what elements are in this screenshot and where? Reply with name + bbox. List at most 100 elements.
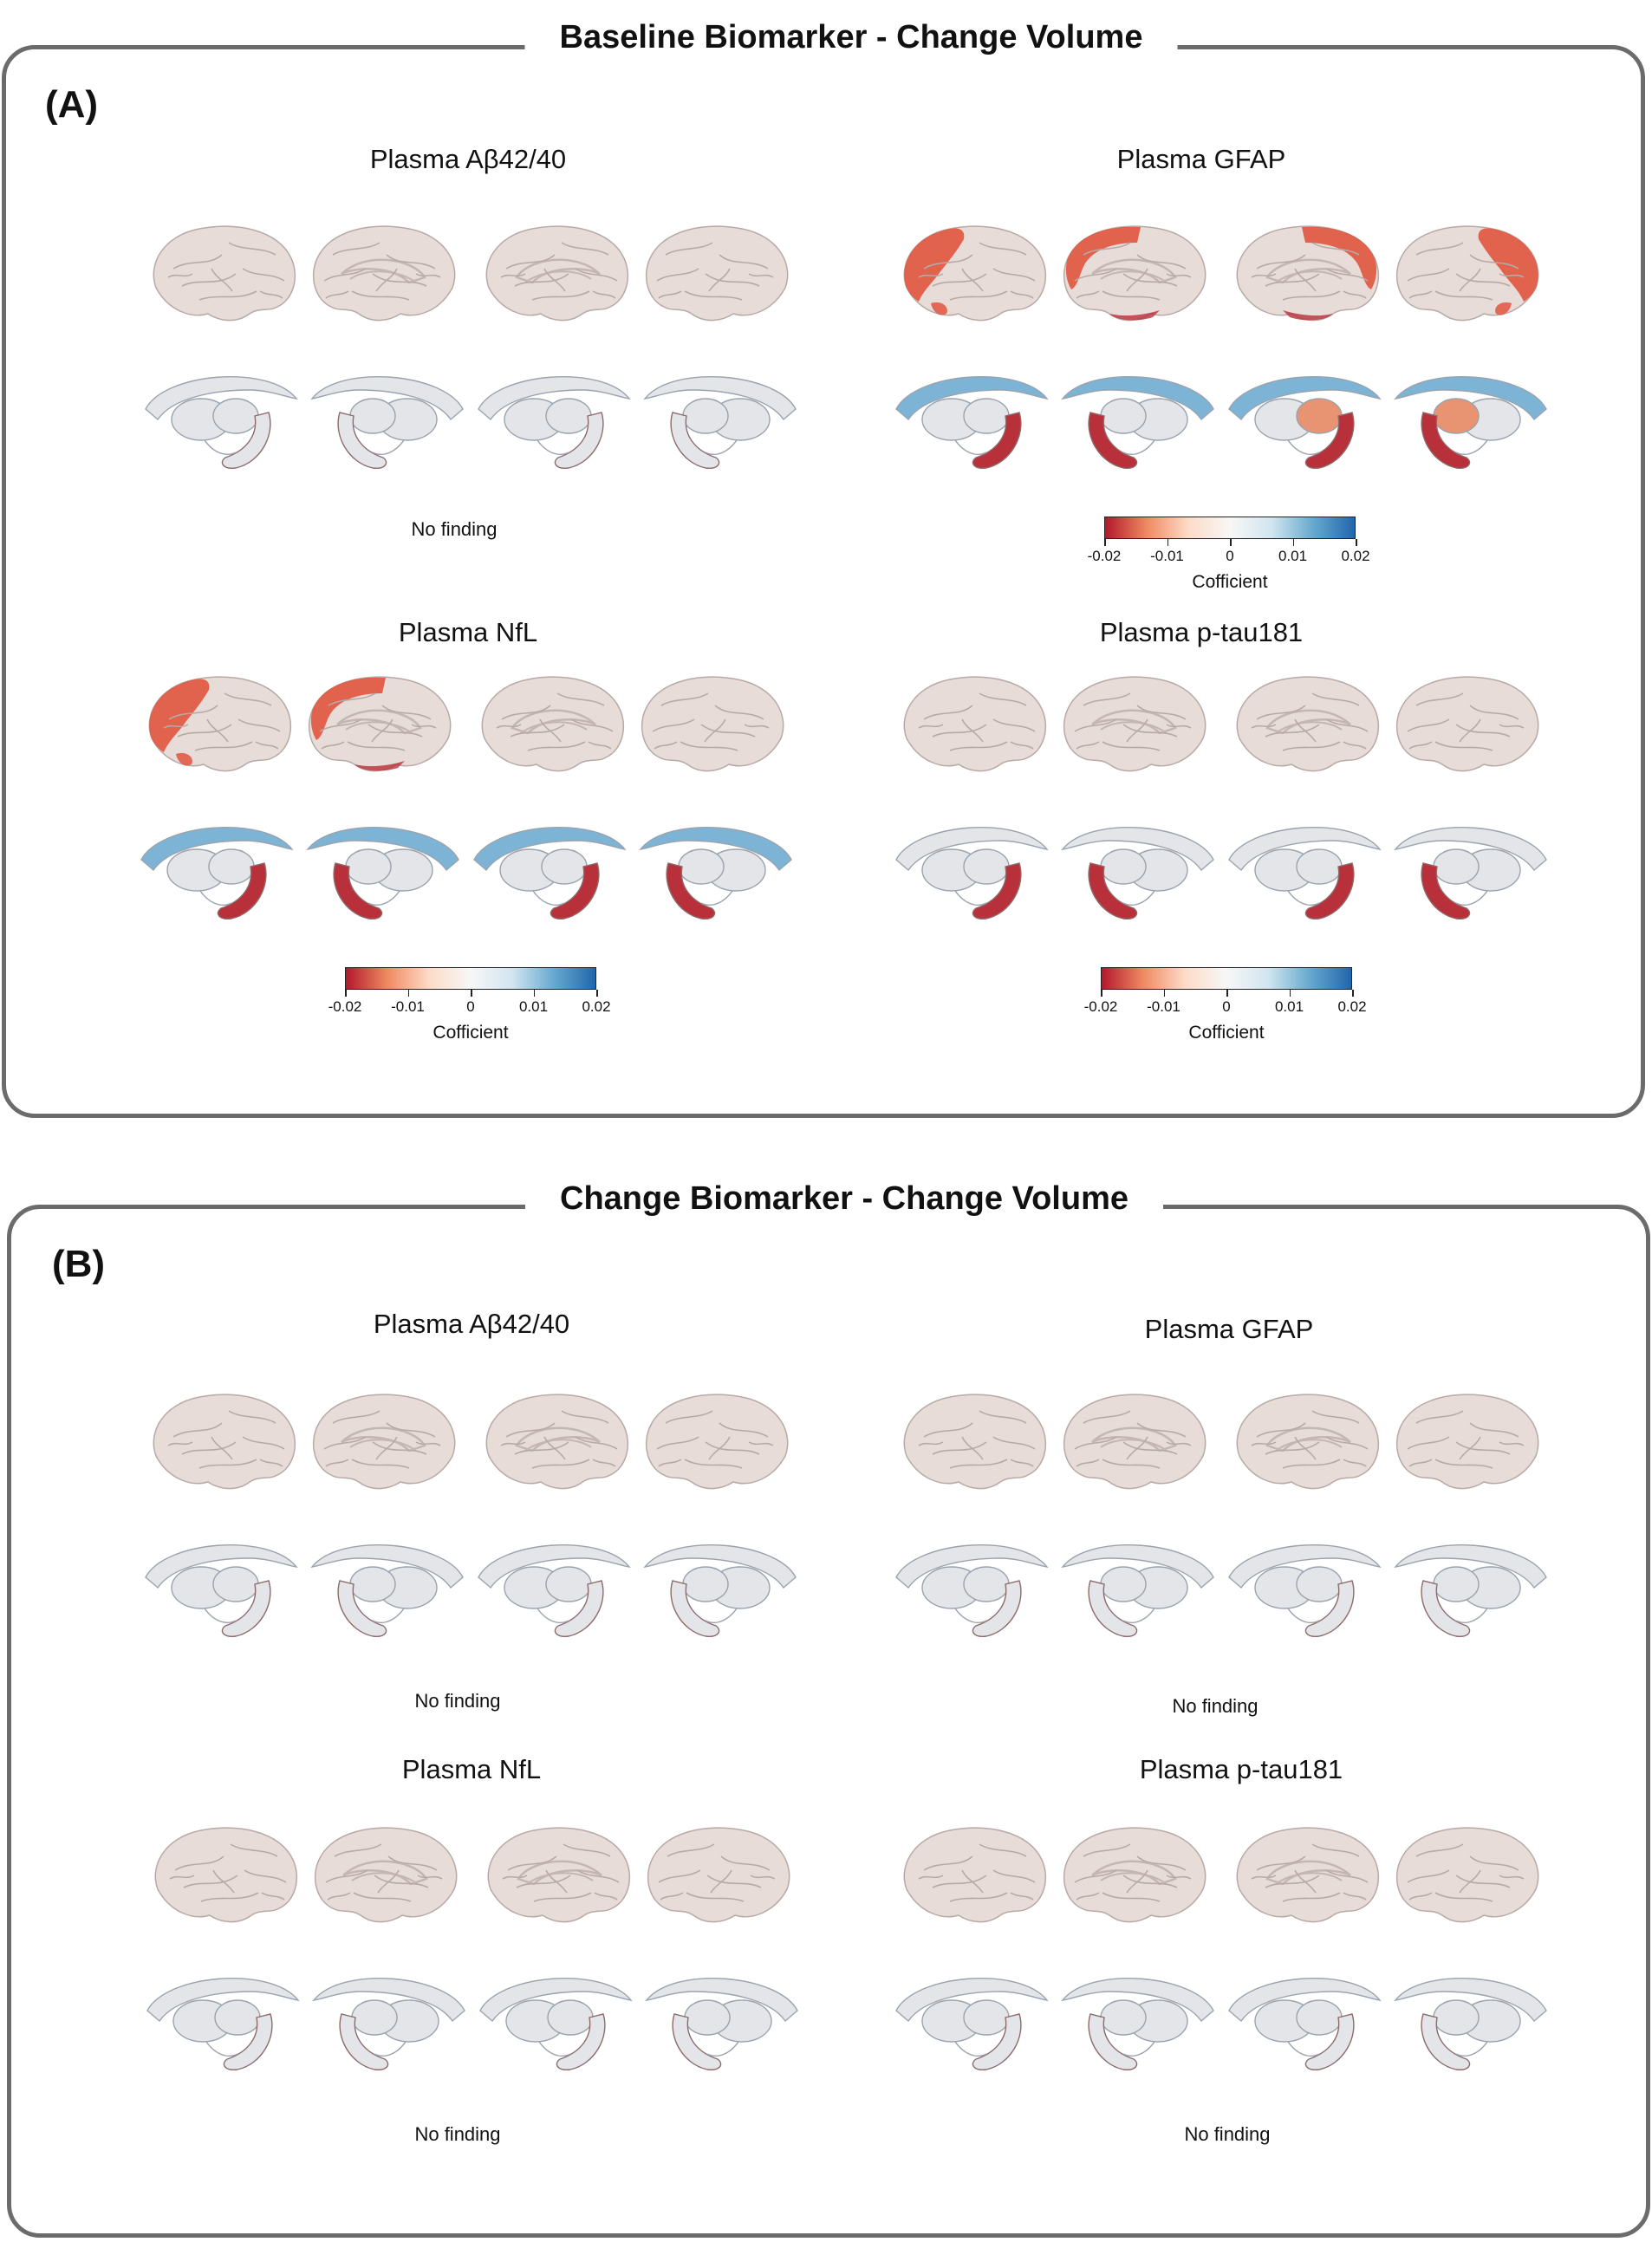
colorbar-tick-label: -0.02 [328, 998, 362, 1015]
subcortical-structure-view [1222, 1524, 1387, 1645]
colorbar-tick-label: 0 [1226, 548, 1234, 564]
subcortical-structure-view [1389, 355, 1553, 477]
cortical-surface-view [889, 667, 1054, 789]
subcortical-structure-view [1056, 806, 1220, 927]
section-a-letter: (A) [45, 83, 99, 126]
cortical-surface-view [139, 1385, 303, 1506]
cortical-surface-view [638, 217, 803, 338]
cortical-surface-view [889, 1385, 1054, 1506]
subcortical-structure-view [305, 355, 470, 477]
cortical-surface-view [634, 667, 798, 789]
cortical-surface-view [1222, 1818, 1387, 1940]
panel-title: Plasma Aβ42/40 [369, 144, 567, 174]
colorbar-title: Cofficient [1188, 1023, 1265, 1043]
no-finding-label: No finding [414, 1690, 501, 1712]
colorbar-tick [407, 990, 409, 997]
cortical-surface-view [467, 667, 632, 789]
section-b-letter: (B) [52, 1243, 106, 1285]
colorbar-tick-label: -0.02 [1087, 548, 1122, 564]
section-a-title: Baseline Biomarker - Change Volume [524, 19, 1178, 56]
subcortical-structure-view [1389, 1957, 1553, 2078]
subcortical-structure-view [473, 1957, 638, 2078]
colorbar-tick [1104, 539, 1106, 546]
cortical-surface-view [472, 217, 636, 338]
subcortical-structure-view [139, 355, 303, 477]
subcortical-structure-view [1056, 355, 1220, 477]
no-finding-label: No finding [411, 518, 498, 540]
subcortical-structure-view [638, 355, 803, 477]
colorbar-tick-label: -0.02 [1083, 998, 1118, 1015]
cortical-surface-view [1389, 667, 1553, 789]
cortical-surface-view [134, 667, 299, 789]
colorbar-tick [1289, 990, 1291, 997]
colorbar-gradient [345, 967, 596, 990]
colorbar-gradient [1104, 517, 1356, 539]
panel-title: Plasma p-tau181 [1099, 617, 1304, 647]
colorbar-tick-label: -0.01 [391, 998, 425, 1015]
subcortical-structure-view [472, 355, 636, 477]
colorbar-title: Cofficient [1192, 572, 1268, 592]
cortical-surface-view [1222, 667, 1387, 789]
colorbar-tick-label: 0 [466, 998, 475, 1015]
cortical-surface-view [1056, 667, 1220, 789]
subcortical-structure-view [305, 1524, 470, 1645]
colorbar-tick [1226, 990, 1228, 997]
no-finding-label: No finding [1172, 1695, 1259, 1717]
colorbar-gradient [1101, 967, 1352, 990]
cortical-surface-view [1389, 217, 1553, 338]
colorbar-tick-label: -0.01 [1147, 998, 1180, 1015]
colorbar-tick [345, 990, 347, 997]
colorbar-tick-label: -0.01 [1150, 548, 1184, 564]
cortical-surface-view [305, 217, 470, 338]
subcortical-structure-view [638, 1524, 803, 1645]
cortical-surface-view [1056, 1818, 1220, 1940]
subcortical-structure-view [1222, 1957, 1387, 2078]
colorbar-tick-label: 0.02 [582, 998, 611, 1015]
subcortical-structure-view [467, 806, 632, 927]
cortical-surface-view [638, 1385, 803, 1506]
subcortical-structure-view [889, 1524, 1054, 1645]
cortical-surface-view [1222, 1385, 1387, 1506]
cortical-surface-view [1389, 1818, 1553, 1940]
cortical-surface-view [889, 1818, 1054, 1940]
colorbar-tick-label: 0.02 [1337, 998, 1367, 1015]
subcortical-structure-view [307, 1957, 472, 2078]
no-finding-label: No finding [1184, 2123, 1271, 2145]
subcortical-structure-view [1389, 806, 1553, 927]
colorbar-tick [1230, 539, 1232, 546]
colorbar-tick [1101, 990, 1102, 997]
subcortical-structure-view [472, 1524, 636, 1645]
no-finding-label: No finding [414, 2123, 501, 2145]
panel-title: Plasma GFAP [1116, 144, 1286, 174]
colorbar-tick [1352, 990, 1354, 997]
cortical-surface-view [305, 1385, 470, 1506]
colorbar-tick-label: 0.01 [1278, 548, 1308, 564]
subcortical-structure-view [139, 1524, 303, 1645]
colorbar-tick [1163, 990, 1165, 997]
panel-title: Plasma NfL [401, 1754, 542, 1784]
colorbar-tick [471, 990, 472, 997]
panel-title: Plasma NfL [398, 617, 538, 647]
section-b-frame [7, 1205, 1650, 2238]
colorbar-title: Cofficient [433, 1023, 509, 1043]
subcortical-structure-view [1056, 1957, 1220, 2078]
panel-title: Plasma Aβ42/40 [373, 1309, 570, 1339]
colorbar-tick-label: 0.01 [518, 998, 549, 1015]
cortical-surface-view [640, 1818, 804, 1940]
subcortical-structure-view [1389, 1524, 1553, 1645]
subcortical-structure-view [889, 806, 1054, 927]
colorbar-tick [1167, 539, 1168, 546]
subcortical-structure-view [634, 806, 798, 927]
subcortical-structure-view [301, 806, 465, 927]
cortical-surface-view [1389, 1385, 1553, 1506]
subcortical-structure-view [889, 1957, 1054, 2078]
subcortical-structure-view [140, 1957, 305, 2078]
cortical-surface-view [889, 217, 1054, 338]
cortical-surface-view [1222, 217, 1387, 338]
subcortical-structure-view [1056, 1524, 1220, 1645]
cortical-surface-view [472, 1385, 636, 1506]
cortical-surface-view [473, 1818, 638, 1940]
subcortical-structure-view [640, 1957, 804, 2078]
section-b-title: Change Biomarker - Change Volume [525, 1180, 1163, 1218]
cortical-surface-view [140, 1818, 305, 1940]
